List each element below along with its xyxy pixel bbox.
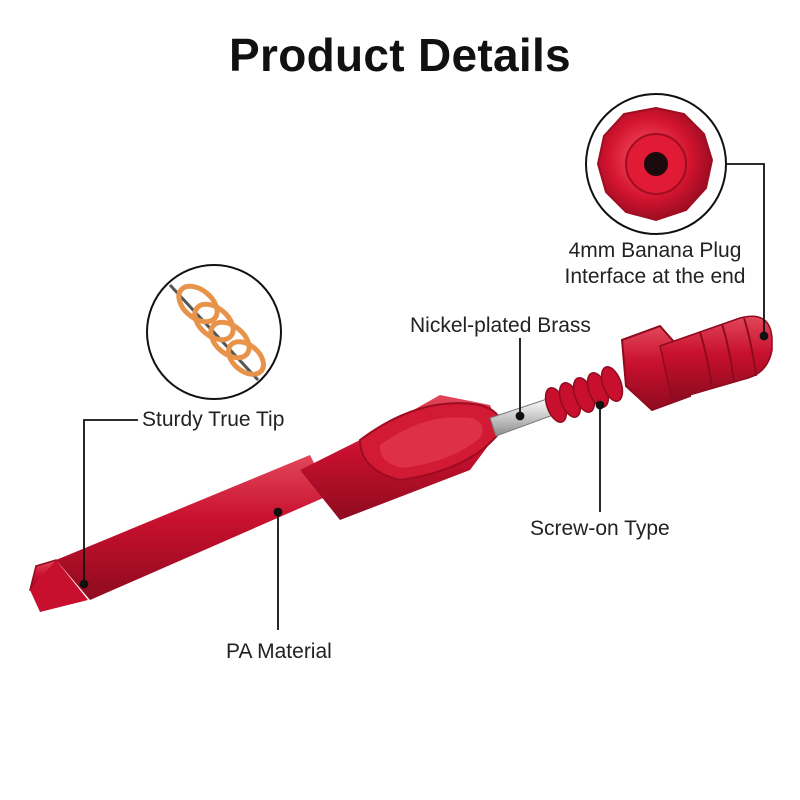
banana-plug-label-line2: Interface at the end: [564, 265, 746, 288]
spring-icon: [176, 283, 266, 377]
spring-tip-detail: [146, 264, 282, 400]
banana-plug-label: 4mm Banana Plug Interface at the end: [540, 238, 770, 290]
pa-material-label: PA Material: [226, 640, 332, 663]
page-title: Product Details: [229, 29, 571, 81]
callout-lines: [79, 163, 769, 630]
probe-body: [29, 315, 773, 612]
banana-plug-detail: [585, 93, 727, 235]
screw-on-label: Screw-on Type: [530, 517, 670, 540]
nickel-brass-label: Nickel-plated Brass: [410, 314, 591, 337]
sturdy-tip-label: Sturdy True Tip: [142, 408, 285, 431]
banana-plug-label-line1: 4mm Banana Plug: [568, 239, 742, 262]
